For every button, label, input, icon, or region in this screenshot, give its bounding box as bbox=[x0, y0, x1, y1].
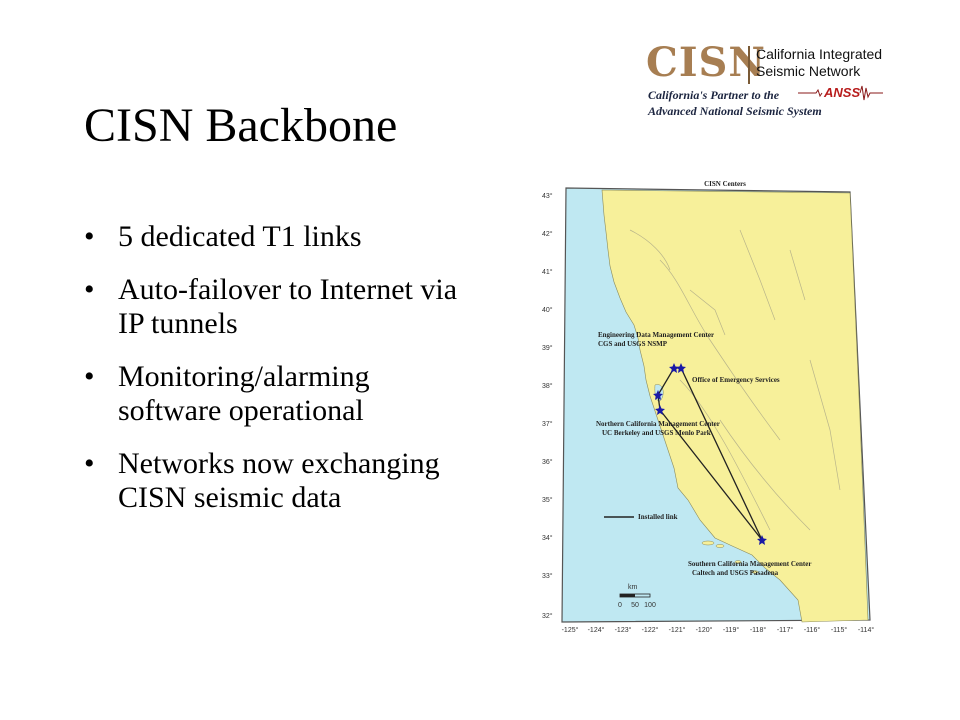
logo-tagline-line1: California's Partner to the bbox=[648, 88, 780, 102]
scale-tick-50: 50 bbox=[631, 602, 639, 609]
cisn-logo: CISN California Integrated Seismic Netwo… bbox=[640, 40, 885, 126]
bullet-list: • 5 dedicated T1 links • Auto-failover to … bbox=[84, 220, 464, 534]
lon-label: -119° bbox=[723, 626, 739, 634]
scmc-label-line2: Caltech and USGS Pasadena bbox=[692, 569, 779, 577]
scale-tick-0: 0 bbox=[618, 602, 622, 609]
oes-label: Office of Emergency Services bbox=[692, 376, 780, 384]
lat-label: 38° bbox=[542, 382, 553, 390]
bullet-dot-icon: • bbox=[84, 273, 95, 306]
star-icon bbox=[757, 535, 767, 545]
bullet-dot-icon: • bbox=[84, 447, 95, 480]
lat-label: 37° bbox=[542, 420, 553, 428]
scmc-label-line1: Southern California Management Center bbox=[688, 560, 811, 568]
bullet-text: Networks now exchanging CISN seismic dat… bbox=[118, 447, 440, 514]
lat-label: 39° bbox=[542, 344, 553, 352]
lat-label: 34° bbox=[542, 534, 553, 542]
bullet-text: Monitoring/alarming software operational bbox=[118, 360, 370, 427]
lon-label: -114° bbox=[858, 626, 874, 634]
scale-unit: km bbox=[628, 584, 638, 591]
ncmc-label-line1: Northern California Management Center bbox=[596, 420, 720, 428]
bullet-item: • 5 dedicated T1 links bbox=[84, 220, 464, 254]
lon-label: -118° bbox=[750, 626, 766, 634]
link-oes-scmc bbox=[680, 367, 763, 541]
map-svg: CISN Centers Engineering Data Management… bbox=[542, 180, 875, 634]
lon-label: -117° bbox=[777, 626, 793, 634]
lon-label: -115° bbox=[831, 626, 847, 634]
star-icon bbox=[669, 363, 679, 373]
bullet-item: • Auto-failover to Internet via IP tunnel… bbox=[84, 273, 464, 341]
lat-label: 42° bbox=[542, 230, 553, 238]
bullet-dot-icon: • bbox=[84, 220, 95, 253]
bullet-text: Auto-failover to Internet via IP tunnels bbox=[118, 273, 458, 340]
logo-name-line2: Seismic Network bbox=[756, 63, 861, 79]
slide-title: CISN Backbone bbox=[84, 99, 398, 152]
logo-divider bbox=[748, 46, 750, 84]
bullet-item: • Networks now exchanging CISN seismic da… bbox=[84, 447, 464, 515]
channel-islands bbox=[701, 540, 759, 574]
center-stars bbox=[653, 363, 767, 545]
logo-acronym: CISN bbox=[646, 39, 766, 86]
lon-label: -121° bbox=[669, 626, 686, 634]
star-icon bbox=[653, 390, 663, 400]
logo-tagline-line2: Advanced National Seismic System bbox=[648, 104, 822, 118]
lat-label: 36° bbox=[542, 458, 553, 466]
lat-label: 43° bbox=[542, 192, 553, 200]
edmc-label-line1: Engineering Data Management Center bbox=[598, 331, 714, 339]
ncmc-label-line2: UC Berkeley and USGS Menlo Park bbox=[602, 429, 711, 437]
lon-label: -122° bbox=[642, 626, 659, 634]
latitude-labels: 43° 42° 41° 40° 39° 38° 37° 36° 35° 34° … bbox=[542, 192, 553, 620]
edmc-label-line2: CGS and USGS NSMP bbox=[598, 340, 668, 348]
lat-label: 33° bbox=[542, 572, 553, 580]
lon-label: -123° bbox=[615, 626, 632, 634]
longitude-labels: -125° -124° -123° -122° -121° -120° -119… bbox=[562, 626, 875, 634]
star-icon bbox=[676, 363, 686, 373]
map-terrain-lines bbox=[629, 229, 841, 531]
star-icon bbox=[655, 405, 665, 415]
lon-label: -120° bbox=[696, 626, 713, 634]
lat-label: 40° bbox=[542, 306, 553, 314]
bullet-dot-icon: • bbox=[84, 360, 95, 393]
logo-name-line1: California Integrated bbox=[756, 46, 883, 62]
lat-label: 32° bbox=[542, 612, 553, 620]
lon-label: -124° bbox=[588, 626, 605, 634]
lat-label: 35° bbox=[542, 496, 553, 504]
bullet-item: • Monitoring/alarming software operationa… bbox=[84, 360, 464, 428]
link-menlo-scmc bbox=[659, 409, 763, 541]
land-area bbox=[601, 189, 869, 623]
lon-label: -116° bbox=[804, 626, 820, 634]
anss-label: ANSS bbox=[823, 85, 860, 100]
map-title: CISN Centers bbox=[704, 180, 746, 188]
scale-bar-fill bbox=[620, 594, 635, 597]
lon-label: -125° bbox=[562, 626, 579, 634]
scale-tick-100: 100 bbox=[644, 602, 656, 609]
lat-label: 41° bbox=[542, 268, 553, 276]
bullet-text: 5 dedicated T1 links bbox=[118, 220, 362, 253]
anss-logo: ANSS bbox=[798, 85, 883, 101]
cisn-centers-map: CISN Centers Engineering Data Management… bbox=[540, 170, 885, 640]
legend-label: Installed link bbox=[638, 513, 678, 521]
